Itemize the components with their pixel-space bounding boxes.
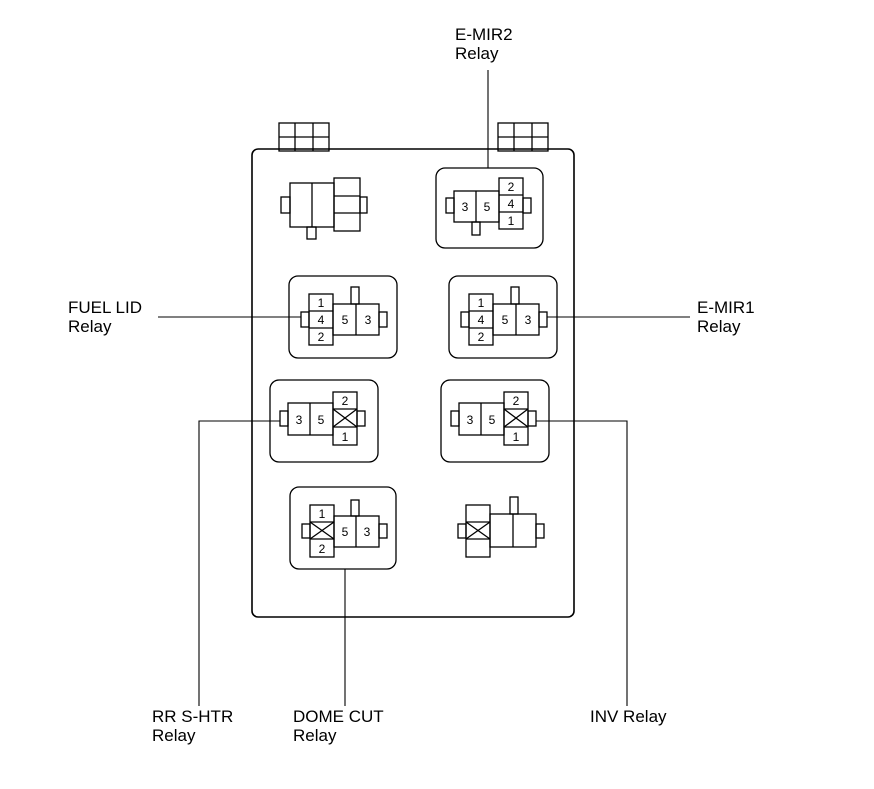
pin-label: 2 bbox=[342, 394, 349, 408]
pin-label: 5 bbox=[342, 525, 349, 539]
callout-line: Relay bbox=[152, 726, 196, 745]
leader-line-inv bbox=[536, 420, 628, 706]
pin-label: 5 bbox=[318, 413, 325, 427]
pin-label: 4 bbox=[318, 313, 325, 327]
pin-label: 2 bbox=[513, 394, 520, 408]
pin-label: 3 bbox=[525, 313, 532, 327]
callout-line: INV Relay bbox=[590, 707, 667, 726]
pin-label: 4 bbox=[478, 313, 485, 327]
pin-label: 4 bbox=[508, 197, 515, 211]
callout-line: DOME CUT bbox=[293, 707, 384, 726]
pin-label: 1 bbox=[319, 507, 326, 521]
pin-label: 3 bbox=[296, 413, 303, 427]
callout-line: Relay bbox=[455, 44, 499, 63]
pin-label: 3 bbox=[467, 413, 474, 427]
pin-label: 1 bbox=[513, 430, 520, 444]
pin-label: 5 bbox=[489, 413, 496, 427]
callout-fuel-lid: FUEL LID Relay bbox=[68, 298, 142, 336]
callout-line: Relay bbox=[68, 317, 112, 336]
pin-label: 1 bbox=[318, 296, 325, 310]
e-mir1-relay bbox=[448, 275, 558, 359]
callout-line: Relay bbox=[697, 317, 741, 336]
pin-label: 2 bbox=[478, 330, 485, 344]
callout-rr-s-htr: RR S-HTR Relay bbox=[152, 707, 233, 745]
pin-label: 1 bbox=[478, 296, 485, 310]
top-latch-left bbox=[278, 122, 330, 152]
pin-label: 3 bbox=[462, 200, 469, 214]
callout-line: E-MIR2 bbox=[455, 25, 513, 44]
top-latch-right bbox=[497, 122, 549, 152]
callout-line: E-MIR1 bbox=[697, 298, 755, 317]
pin-label: 2 bbox=[318, 330, 325, 344]
callout-e-mir1: E-MIR1 Relay bbox=[697, 298, 755, 336]
leader-line-rr-s-htr bbox=[198, 420, 280, 706]
pin-label: 5 bbox=[502, 313, 509, 327]
pin-label: 1 bbox=[508, 214, 515, 228]
leader-lines bbox=[158, 70, 690, 706]
pin-label: 2 bbox=[319, 542, 326, 556]
empty-relay-slot-bottom-right bbox=[457, 496, 545, 558]
pin-label: 3 bbox=[364, 525, 371, 539]
empty-relay-slot-top-left bbox=[280, 177, 368, 240]
callout-inv: INV Relay bbox=[590, 707, 667, 726]
pin-label: 5 bbox=[342, 313, 349, 327]
callout-line: FUEL LID bbox=[68, 298, 143, 317]
callout-line: RR S-HTR bbox=[152, 707, 234, 726]
pin-label: 5 bbox=[484, 200, 491, 214]
relay-block-body bbox=[251, 148, 575, 618]
pin-label: 1 bbox=[342, 430, 349, 444]
dome-cut-relay bbox=[289, 486, 397, 570]
e-mir2-relay bbox=[435, 167, 544, 249]
pin-label: 2 bbox=[508, 180, 515, 194]
callout-dome-cut: DOME CUT Relay bbox=[293, 707, 384, 745]
callout-e-mir2: E-MIR2 Relay bbox=[455, 25, 513, 63]
callout-line: Relay bbox=[293, 726, 337, 745]
pin-label: 3 bbox=[365, 313, 372, 327]
